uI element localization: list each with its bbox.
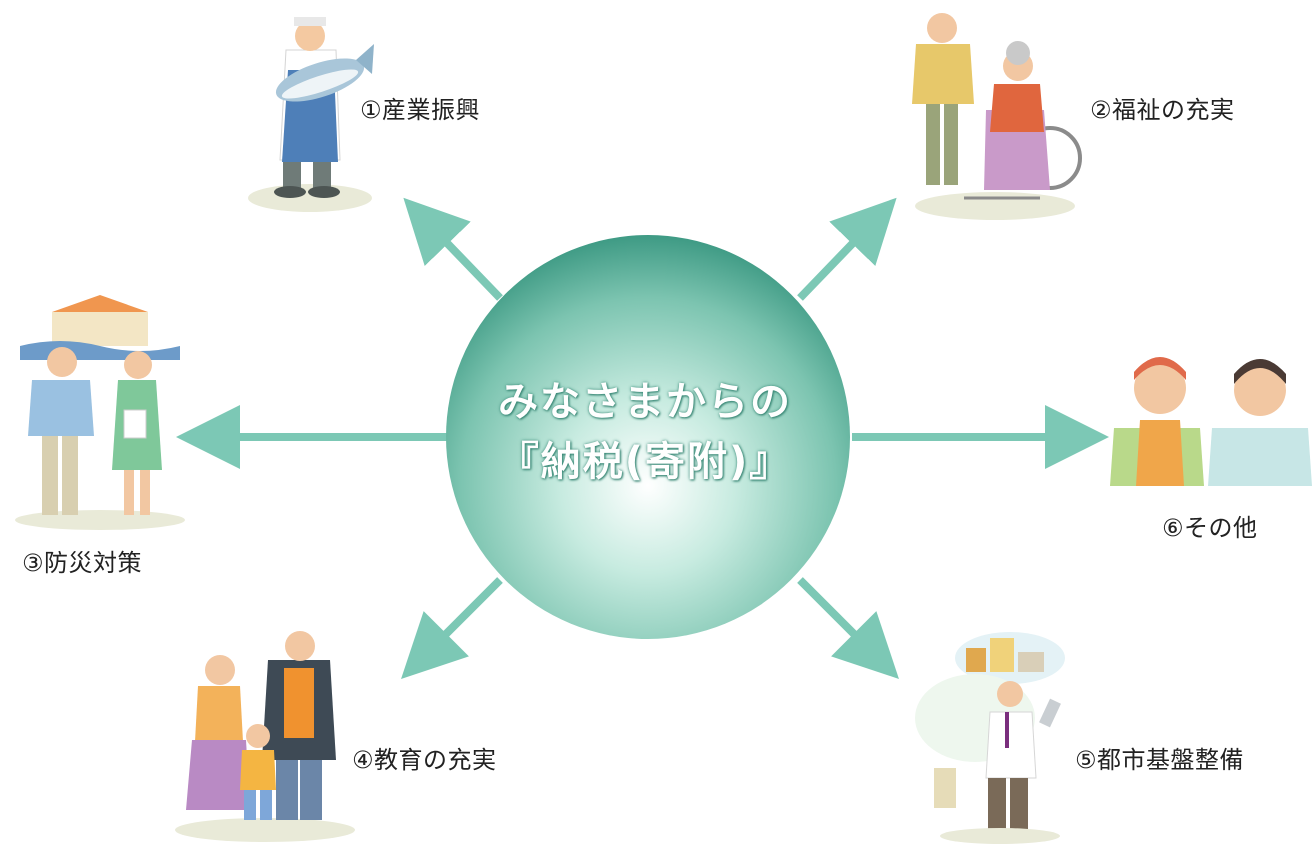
arrow-to-welfare — [797, 197, 897, 301]
arrows — [176, 197, 1109, 679]
label-other: ⑥その他 — [1162, 514, 1258, 542]
arrow-to-education — [401, 577, 503, 679]
label-disaster-prevention: ③防災対策 — [22, 549, 143, 577]
other-couple-illustration — [1110, 357, 1312, 486]
arrow-to-industry — [403, 197, 503, 301]
center-title-line2: 『納税(寄附)』 — [498, 439, 792, 485]
fisherman-illustration — [248, 17, 374, 212]
disaster-prevention-illustration — [15, 295, 185, 530]
center-title: みなさまからの 『納税(寄附)』 — [440, 372, 850, 492]
label-infrastructure: ⑤都市基盤整備 — [1075, 746, 1245, 774]
center-title-line1: みなさまからの — [498, 379, 792, 425]
label-industry: ①産業振興 — [360, 96, 481, 124]
infrastructure-illustration — [915, 632, 1065, 844]
family-illustration — [175, 631, 355, 842]
label-education: ④教育の充実 — [352, 746, 497, 774]
arrow-to-infrastructure — [797, 577, 899, 679]
label-welfare: ②福祉の充実 — [1090, 96, 1235, 124]
elderly-couple-illustration — [912, 13, 1082, 220]
center-sphere — [446, 235, 850, 639]
